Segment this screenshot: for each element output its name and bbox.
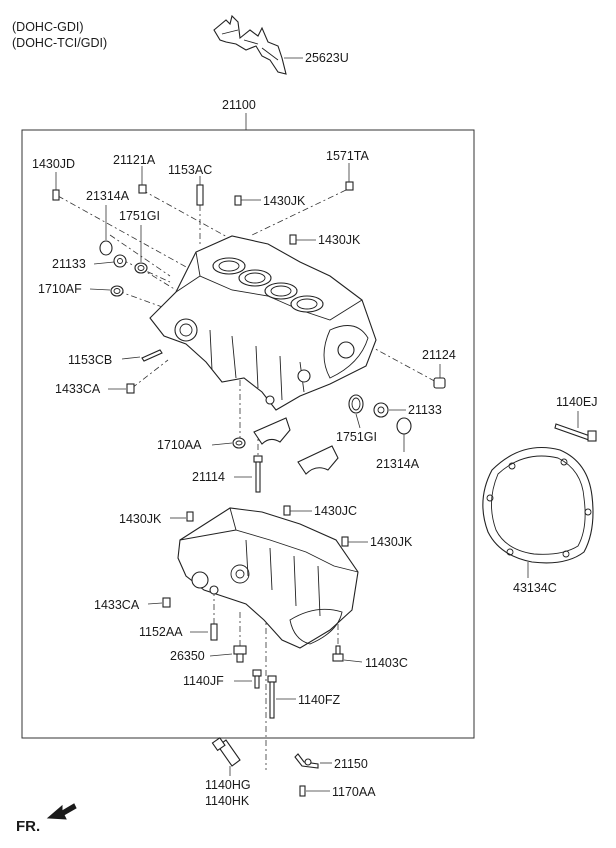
label-1751GI-top: 1751GI xyxy=(119,209,160,223)
label-1170AA: 1170AA xyxy=(332,785,376,799)
part-21124 xyxy=(433,377,446,389)
part-21314A-right xyxy=(396,417,412,435)
label-1710AA: 1710AA xyxy=(157,438,202,452)
part-1433CA-top xyxy=(126,383,135,394)
label-1140HG: 1140HG xyxy=(205,778,251,792)
label-1152AA: 1152AA xyxy=(139,625,183,639)
part-1430JK-3 xyxy=(186,511,194,522)
part-21133-top xyxy=(113,254,127,268)
part-11403C-bolt xyxy=(332,645,344,662)
label-assembly: 21100 xyxy=(222,98,256,112)
label-1571TA: 1571TA xyxy=(326,149,370,163)
part-1153CB xyxy=(141,349,163,362)
label-21133-top: 21133 xyxy=(52,257,86,271)
label-1433CA-top: 1433CA xyxy=(55,382,101,396)
bearing-cap-right xyxy=(297,445,339,475)
part-1710AA xyxy=(232,437,246,449)
label-1140EJ: 1140EJ xyxy=(556,395,597,409)
engine-variant-2: (DOHC-TCI/GDI) xyxy=(12,36,107,50)
label-1430JK-2: 1430JK xyxy=(318,233,361,247)
part-1430JD xyxy=(52,189,60,201)
label-21121A: 21121A xyxy=(113,153,156,167)
label-1430JD: 1430JD xyxy=(32,157,75,171)
part-1430JK-1 xyxy=(234,195,242,206)
fr-label: FR. xyxy=(16,818,40,835)
label-11403C: 11403C xyxy=(365,656,408,670)
part-1152AA xyxy=(210,623,218,641)
label-1710AF: 1710AF xyxy=(38,282,82,296)
label-1140HK: 1140HK xyxy=(205,794,250,808)
part-1140JF-bolt xyxy=(252,669,262,689)
part-1751GI-top xyxy=(134,262,148,274)
part-1430JK-4 xyxy=(341,536,349,547)
label-1153AC: 1153AC xyxy=(168,163,212,177)
label-25623U: 25623U xyxy=(305,51,349,65)
part-21121A xyxy=(138,184,147,194)
assembly-frame xyxy=(21,129,475,739)
part-1170AA xyxy=(299,785,306,797)
label-1751GI-right: 1751GI xyxy=(336,430,377,444)
part-1751GI-right xyxy=(348,394,364,414)
part-1430JC xyxy=(283,505,291,516)
part-1710AF xyxy=(110,285,124,297)
label-21150: 21150 xyxy=(334,757,368,771)
label-1430JC: 1430JC xyxy=(314,504,357,518)
cover-43134C xyxy=(482,446,594,564)
label-1430JK-1: 1430JK xyxy=(263,194,306,208)
part-26350-plug xyxy=(233,645,247,663)
part-21150 xyxy=(294,753,319,769)
arrow-fr-icon xyxy=(46,803,77,820)
part-21133-right xyxy=(373,402,389,418)
label-1140FZ: 1140FZ xyxy=(298,693,341,707)
label-21133-right: 21133 xyxy=(408,403,442,417)
bearing-cap-left xyxy=(253,417,291,445)
part-1153AC xyxy=(196,184,204,206)
part-1140HG-bolt xyxy=(211,737,241,767)
engine-variant-1: (DOHC-GDI) xyxy=(12,20,84,34)
gasket-25623U xyxy=(213,14,287,75)
label-21314A-top: 21314A xyxy=(86,189,130,203)
alignment-lines xyxy=(57,189,441,770)
label-1153CB: 1153CB xyxy=(68,353,112,367)
label-1430JK-4: 1430JK xyxy=(370,535,413,549)
part-1140FZ-bolt xyxy=(267,675,277,719)
part-1140EJ-bolt xyxy=(554,423,597,442)
label-21124: 21124 xyxy=(422,348,456,362)
label-1430JK-3: 1430JK xyxy=(119,512,162,526)
part-1430JK-2 xyxy=(289,234,297,245)
part-1571TA xyxy=(345,181,354,191)
label-21114: 21114 xyxy=(192,470,225,484)
part-21314A-top xyxy=(99,240,113,256)
cylinder-block xyxy=(149,235,377,411)
label-21314A-right: 21314A xyxy=(376,457,420,471)
label-1433CA-bottom: 1433CA xyxy=(94,598,140,612)
part-1433CA-bottom xyxy=(162,597,171,608)
lower-crankcase xyxy=(177,507,359,649)
label-1140JF: 1140JF xyxy=(183,674,224,688)
label-26350: 26350 xyxy=(170,649,205,663)
label-43134C: 43134C xyxy=(513,581,557,595)
part-21114-bolt xyxy=(253,455,263,493)
